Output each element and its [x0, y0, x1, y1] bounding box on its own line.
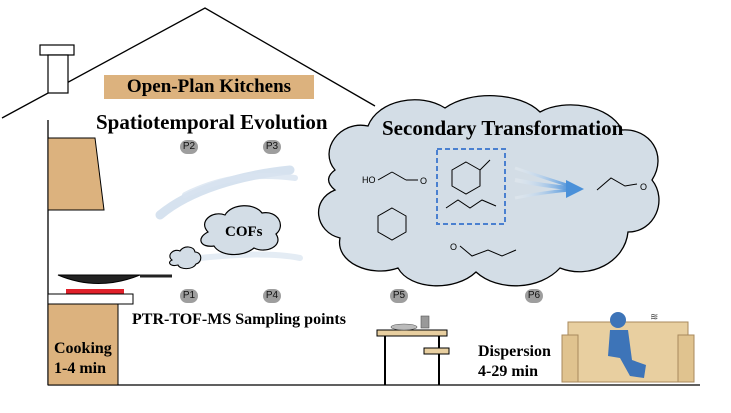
page-title: Open-Plan Kitchens [126, 76, 292, 97]
heading-secondary: Secondary Transformation [382, 116, 624, 140]
cooking-pan [57, 274, 172, 284]
title-box: Open-Plan Kitchens [104, 75, 314, 99]
cooking-line2: 1-4 min [54, 360, 106, 377]
toluene-molecule [451, 159, 491, 195]
oxygen-atom: O [420, 176, 427, 186]
cooking-line1: Cooking [54, 340, 112, 357]
point-p6: P6 [525, 289, 543, 303]
hydroxyl-label: HO [362, 175, 376, 185]
cooking-cabinet [47, 303, 119, 386]
cough-lines: ≋ [650, 312, 658, 323]
cofs-cloud [169, 205, 281, 270]
table [376, 315, 450, 385]
chimney [39, 44, 75, 94]
dispersion-line1: Dispersion [478, 343, 551, 360]
point-p3: P3 [263, 140, 281, 154]
stove [47, 293, 134, 305]
acetaldehyde-molecule [596, 177, 638, 191]
point-p2: P2 [180, 140, 198, 154]
benzene-molecule [377, 207, 407, 241]
formic-acid-molecule [377, 171, 418, 181]
heading-spatiotemporal: Spatiotemporal Evolution [96, 110, 328, 134]
point-p1: P1 [180, 289, 198, 303]
point-p4: P4 [263, 289, 281, 303]
range-hood [47, 137, 105, 211]
transformation-cloud [318, 95, 660, 287]
cofs-label: COFs [225, 224, 263, 240]
dashed-selection-box [436, 148, 506, 225]
smoke-plume [155, 165, 303, 261]
oxygen-atom-2: O [450, 242, 457, 252]
butadiene-molecule [445, 199, 497, 209]
transformation-arrows [514, 166, 584, 200]
point-p5: P5 [390, 289, 408, 303]
acrolein-molecule [459, 245, 517, 257]
dispersion-line2: 4-29 min [478, 363, 538, 380]
oxygen-atom-3: O [640, 182, 647, 192]
sampling-label: PTR-TOF-MS Sampling points [132, 311, 346, 328]
flame [66, 289, 124, 294]
person [608, 312, 646, 378]
